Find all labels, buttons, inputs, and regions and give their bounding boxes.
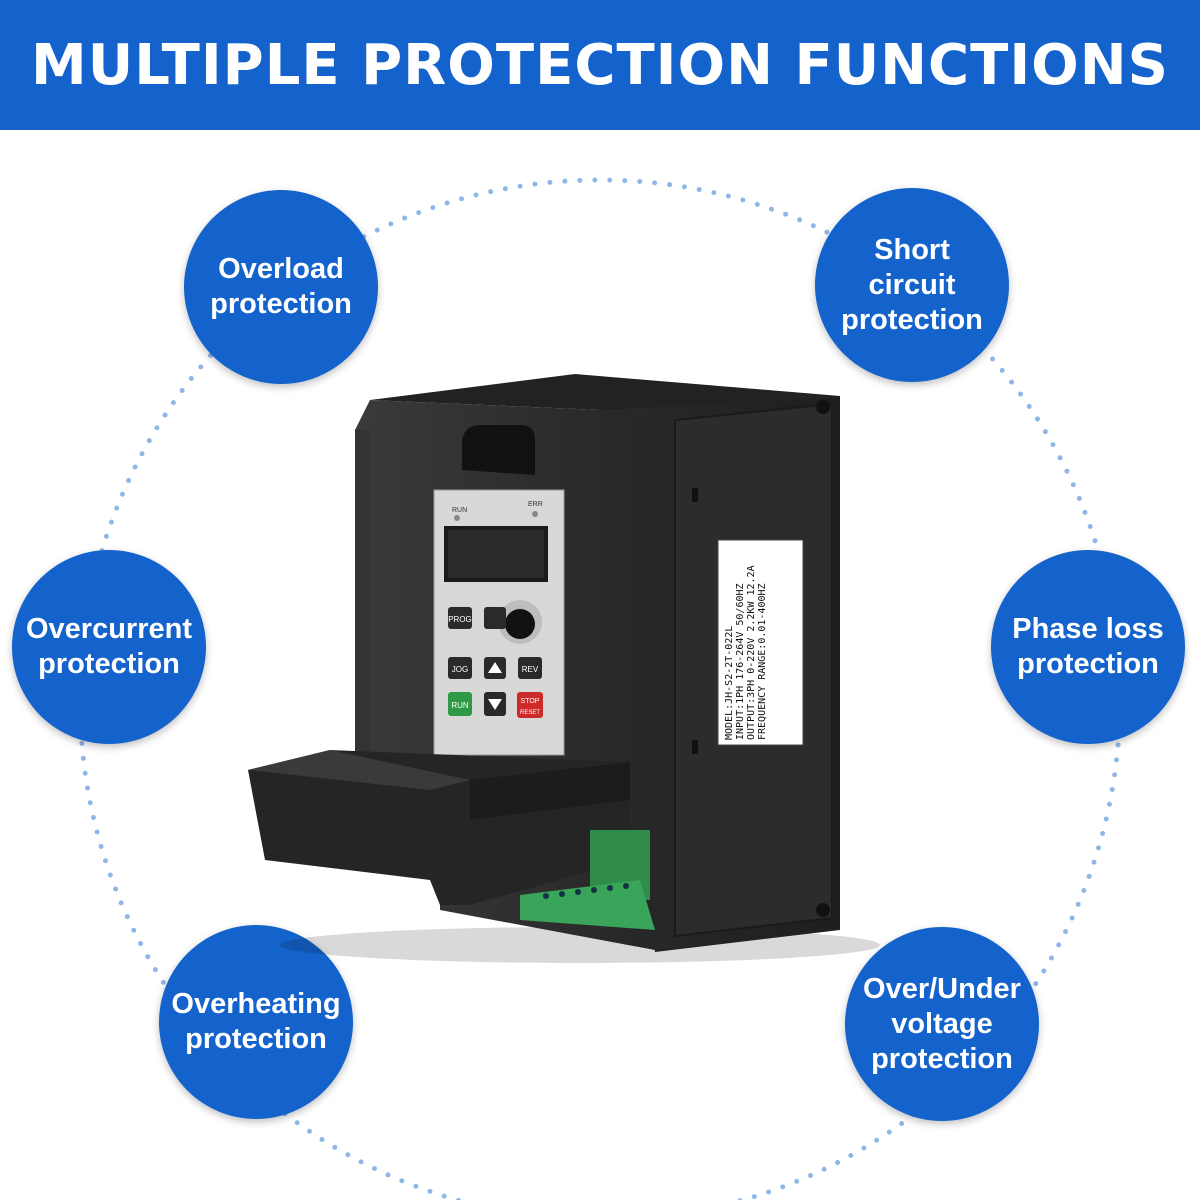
run-led bbox=[454, 515, 460, 521]
header-banner: MULTIPLE PROTECTION FUNCTIONS bbox=[0, 0, 1200, 130]
screw-hole-bottom bbox=[816, 903, 830, 917]
key-jog-label: JOG bbox=[452, 665, 468, 674]
err-led bbox=[532, 511, 538, 517]
key-down[interactable] bbox=[484, 692, 506, 716]
key-rev-label: REV bbox=[522, 665, 539, 674]
speed-knob[interactable] bbox=[505, 609, 535, 639]
feature-overheating: Overheating protection bbox=[159, 925, 353, 1119]
screw-hole-top bbox=[816, 400, 830, 414]
terminal-cover-lip bbox=[470, 762, 630, 820]
key-jog[interactable]: JOG bbox=[448, 657, 472, 679]
err-indicator-label: ERR bbox=[528, 501, 543, 508]
arrow-up-icon bbox=[488, 662, 502, 673]
nameplate-frequency: FREQUENCY RANGE:0.01-400HZ bbox=[757, 583, 768, 740]
feature-overload: Overload protection bbox=[184, 190, 378, 384]
nameplate: MODEL:JH-S2-2T-022L INPUT:1PH 176-264V 5… bbox=[717, 539, 804, 746]
nameplate-model: MODEL:JH-S2-2T-022L bbox=[724, 626, 735, 740]
page-title: MULTIPLE PROTECTION FUNCTIONS bbox=[31, 32, 1169, 98]
key-stop-label: STOP bbox=[521, 698, 540, 705]
terminal-strip bbox=[520, 880, 655, 930]
vent-slot bbox=[692, 488, 698, 502]
feature-phase-loss: Phase loss protection bbox=[991, 550, 1185, 744]
feature-label: Overheating protection bbox=[171, 988, 341, 1055]
terminal-cover-top bbox=[248, 750, 470, 790]
feature-label: Phase loss protection bbox=[1012, 613, 1164, 680]
key-run-label: RUN bbox=[451, 701, 469, 710]
feature-label: Over/Under voltage protection bbox=[863, 972, 1021, 1075]
arrow-down-icon bbox=[488, 699, 502, 710]
terminal-screws bbox=[543, 883, 629, 899]
vent-slot bbox=[692, 740, 698, 754]
feature-label: Overcurrent protection bbox=[25, 613, 192, 680]
feature-label: Overload protection bbox=[210, 253, 352, 320]
key-prog[interactable]: PROG bbox=[448, 607, 472, 629]
feature-short-circuit: Short circuit protection bbox=[815, 188, 1009, 382]
feature-over-under-voltage: Over/Under voltage protection bbox=[845, 927, 1039, 1121]
nameplate-input: INPUT:1PH 176-264V 50/60HZ bbox=[735, 583, 746, 740]
key-up[interactable] bbox=[484, 657, 506, 679]
run-indicator-label: RUN bbox=[452, 507, 467, 514]
key-prog-label: PROG bbox=[448, 615, 472, 624]
key-stop-reset[interactable]: STOP RESET bbox=[517, 692, 543, 718]
lcd-screen bbox=[448, 530, 544, 578]
feature-label: Short circuit protection bbox=[841, 233, 983, 336]
nameplate-output: OUTPUT:3PH 0-220V 2.2KW 12.2A bbox=[746, 565, 757, 740]
key-enter[interactable] bbox=[484, 607, 506, 629]
key-rev[interactable]: REV bbox=[518, 657, 542, 679]
key-reset-label: RESET bbox=[520, 710, 540, 716]
feature-overcurrent: Overcurrent protection bbox=[12, 550, 206, 744]
key-run[interactable]: RUN bbox=[448, 692, 472, 716]
handle-cutout bbox=[462, 425, 535, 475]
front-edge bbox=[355, 430, 370, 760]
